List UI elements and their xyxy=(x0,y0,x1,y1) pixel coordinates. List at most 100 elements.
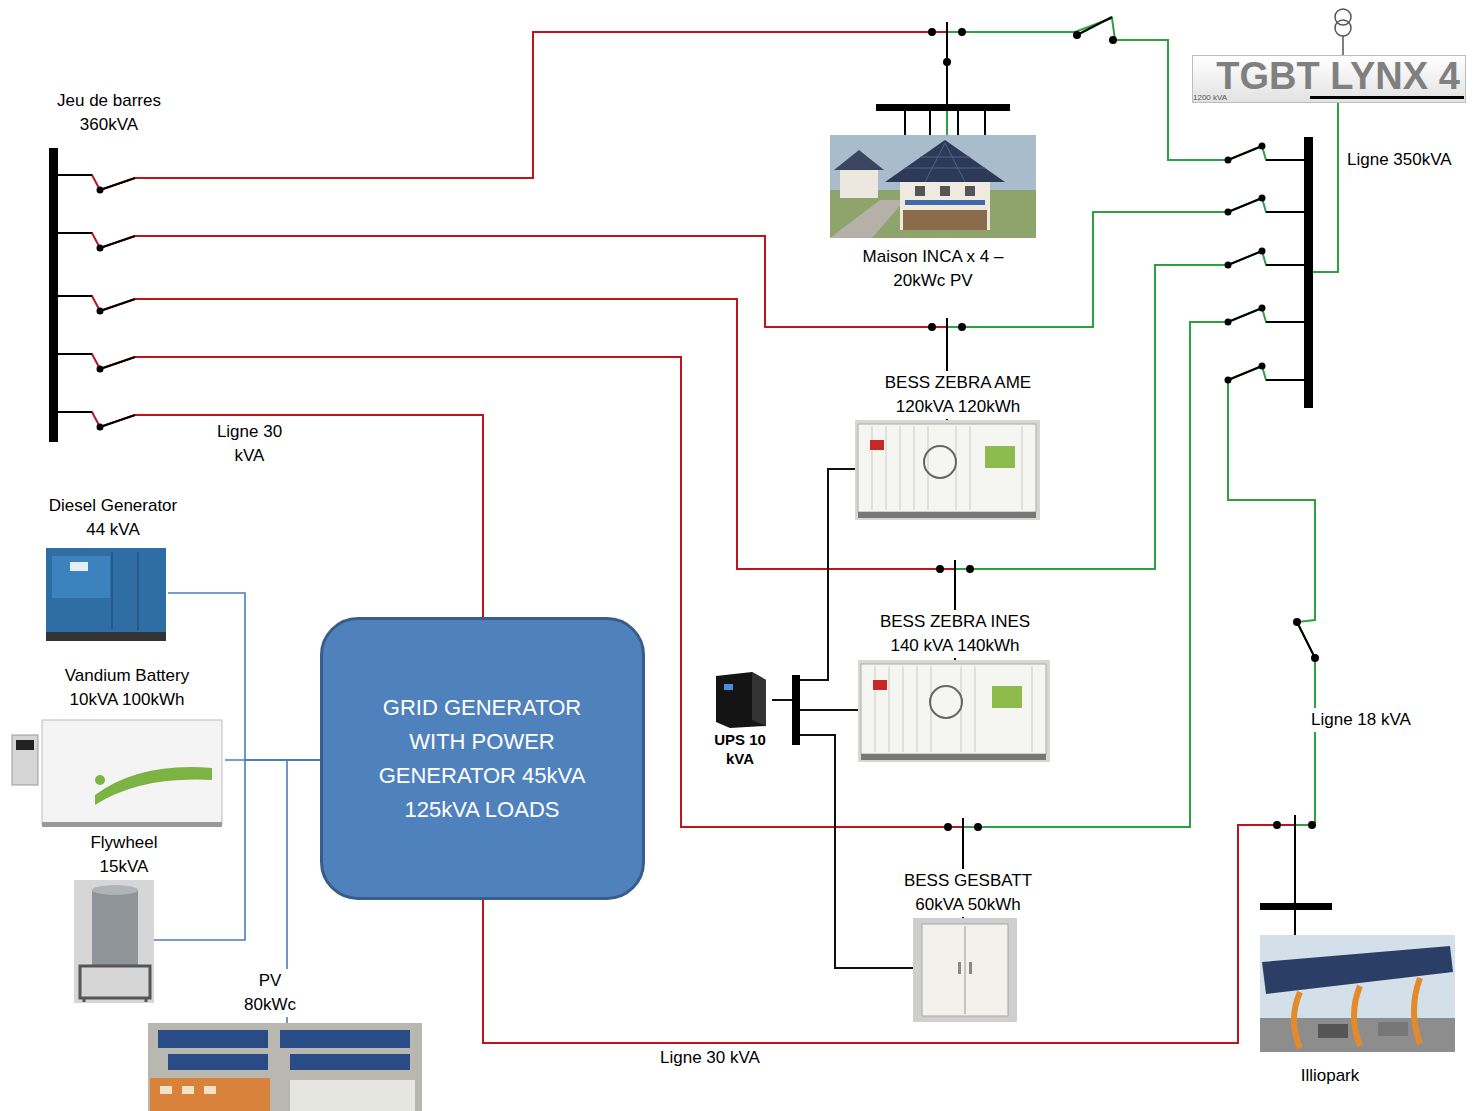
ups-photo xyxy=(716,672,766,728)
small-busbar xyxy=(792,675,800,745)
switch-symbol xyxy=(1312,655,1318,661)
switch-symbol xyxy=(959,29,965,35)
node-label: Illiopark xyxy=(1270,1064,1390,1088)
wire xyxy=(772,700,858,710)
switch-symbol xyxy=(1226,320,1231,325)
switch-symbol xyxy=(1260,196,1265,201)
flywheel-photo xyxy=(80,966,150,998)
small-busbar xyxy=(876,104,1010,111)
generator-node: Diesel Generator 44 kVA xyxy=(44,543,168,643)
house-photo xyxy=(885,140,1005,182)
switch-symbol xyxy=(937,566,943,572)
cabinet-photo xyxy=(964,926,966,1014)
switchboard-box: 1200 kVATGBT LYNX 4 xyxy=(1192,55,1466,103)
node-label: Jeu de barres 360kVA xyxy=(44,89,174,137)
diesel-photo xyxy=(52,556,110,598)
house-photo xyxy=(915,186,925,196)
carport-node: Illiopark xyxy=(1260,935,1455,1052)
switch-symbol xyxy=(1226,378,1231,383)
switch-symbol xyxy=(1110,37,1116,43)
switch-symbol xyxy=(929,29,935,35)
carport-photo xyxy=(1378,1022,1408,1036)
cabinet-photo xyxy=(958,962,961,974)
house-node: Maison INCA x 4 – 20kWc PV xyxy=(830,135,1036,238)
switch-symbol xyxy=(98,188,103,193)
wire xyxy=(772,469,855,700)
switch-symbol xyxy=(1228,146,1304,380)
container-photo xyxy=(858,424,1036,512)
carport-photo xyxy=(1260,935,1455,1052)
battery-cabinet: BESS GESBATT 60kVA 50kWh xyxy=(913,918,1017,1022)
vanadium-battery-photo xyxy=(12,720,222,827)
pv-roof-photo xyxy=(182,1086,194,1094)
wire xyxy=(58,233,947,420)
wire xyxy=(1228,366,1315,935)
line-label: Ligne 30 kVA xyxy=(658,1046,762,1070)
container-photo xyxy=(858,512,1036,518)
busbar: Jeu de barres 360kVA xyxy=(49,148,58,442)
battery-container: BESS ZEBRA INES 140 kVA 140kWh xyxy=(858,660,1050,762)
diesel-photo xyxy=(46,548,166,634)
container-photo xyxy=(992,686,1022,708)
wire xyxy=(58,32,947,190)
container-photo xyxy=(985,446,1015,468)
node-label: PV 80kWc xyxy=(240,969,300,1017)
cabinet-photo xyxy=(922,924,1008,1016)
cabinet-photo xyxy=(913,918,1017,1022)
flywheel-photo xyxy=(74,880,154,1003)
ups-node: UPS 10 kVA xyxy=(708,670,772,728)
switch-symbol xyxy=(944,59,950,65)
house-photo xyxy=(834,150,884,170)
pv-roof-photo xyxy=(280,1030,410,1048)
line-label: Ligne 30 kVA xyxy=(210,420,289,468)
wire xyxy=(58,354,963,918)
diesel-photo xyxy=(70,562,88,571)
process-box: GRID GENERATOR WITH POWER GENERATOR 45kV… xyxy=(320,617,645,900)
line-label: Ligne 350kVA xyxy=(1345,148,1454,172)
ups-photo xyxy=(752,672,766,726)
flywheel-photo xyxy=(92,890,138,966)
node-label: BESS GESBATT 60kVA 50kWh xyxy=(896,869,1041,917)
carport-photo xyxy=(1318,1024,1348,1038)
switch-symbol xyxy=(1226,263,1231,268)
flywheel-photo xyxy=(92,885,138,895)
transformer-symbol xyxy=(1335,9,1351,55)
node-label: GRID GENERATOR WITH POWER GENERATOR 45kV… xyxy=(367,691,597,827)
pv-roof-photo xyxy=(150,1078,270,1111)
container-photo xyxy=(855,420,1040,520)
switch-symbol xyxy=(1260,249,1265,254)
container-photo xyxy=(872,426,1022,510)
node-label: TGBT LYNX 4 xyxy=(1203,56,1473,96)
switch-symbol xyxy=(945,824,951,830)
node-label: BESS ZEBRA INES 140 kVA 140kWh xyxy=(868,610,1043,658)
house-photo xyxy=(830,135,1036,238)
transformer-symbol xyxy=(1335,20,1351,36)
switch-symbol xyxy=(1309,822,1315,828)
small-busbar xyxy=(1260,903,1332,910)
vanadium-battery-photo xyxy=(12,735,38,785)
container-photo xyxy=(861,754,1046,760)
switch-symbol xyxy=(929,324,935,330)
container-photo xyxy=(875,666,1032,752)
ups-photo xyxy=(716,672,766,728)
flywheel-photo xyxy=(74,880,154,1003)
busbar xyxy=(1304,137,1313,408)
ups-photo xyxy=(724,684,733,690)
carport-photo xyxy=(1294,978,1420,1048)
container-photo xyxy=(930,686,962,718)
container-photo xyxy=(873,680,887,690)
diesel-photo xyxy=(112,552,138,630)
switch-symbol xyxy=(98,367,103,372)
flywheel-node: Flywheel 15kVA xyxy=(74,880,154,1003)
house-photo xyxy=(840,168,878,198)
house-photo xyxy=(905,200,985,205)
switch-symbol xyxy=(1226,158,1231,163)
switch-symbol xyxy=(1260,306,1265,311)
cabinet-photo xyxy=(913,918,1017,1022)
busbar xyxy=(1310,96,1464,99)
transformer-symbol xyxy=(1342,36,1344,55)
pv-roof-photo xyxy=(158,1030,268,1048)
pv-node: PV 80kWc xyxy=(148,1023,422,1111)
